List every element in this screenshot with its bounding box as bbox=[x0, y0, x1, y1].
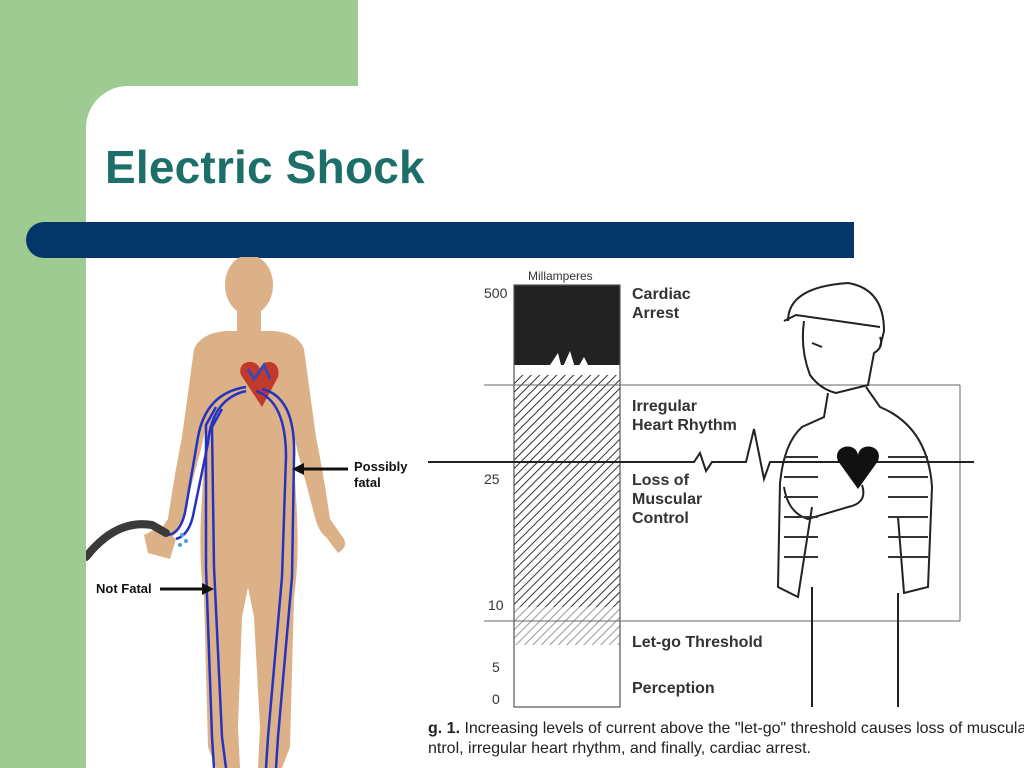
hose-icon bbox=[86, 520, 170, 561]
units-label: Millamperes bbox=[528, 269, 593, 283]
figure-caption: g. 1. Increasing levels of current above… bbox=[428, 719, 1024, 759]
not-fatal-label: Not Fatal bbox=[96, 581, 152, 596]
worker-heart-icon bbox=[837, 446, 879, 489]
water-splash-icon bbox=[178, 533, 188, 547]
heart-icon bbox=[240, 361, 279, 407]
current-levels-figure: Millamperes 500 25 10 5 0 Cardiac Arrest… bbox=[428, 257, 1024, 768]
tick-500: 500 bbox=[484, 285, 508, 301]
level-irregular-heart-rhythm: Irregular Heart Rhythm bbox=[632, 398, 737, 434]
levels-svg bbox=[428, 281, 974, 708]
worker-illustration bbox=[776, 281, 934, 707]
hatched-column bbox=[514, 375, 620, 645]
slide-title: Electric Shock bbox=[105, 141, 425, 193]
cardiac-arrest-block bbox=[514, 285, 620, 365]
white-top-area bbox=[358, 0, 1024, 90]
body-svg bbox=[86, 257, 348, 768]
body-silhouette bbox=[144, 257, 346, 768]
caption-line2: ntrol, irregular heart rhythm, and final… bbox=[428, 740, 811, 757]
vest-stripes bbox=[784, 456, 928, 558]
tick-10: 10 bbox=[488, 597, 504, 613]
break-zigzag bbox=[514, 351, 620, 375]
level-let-go-threshold: Let-go Threshold bbox=[632, 634, 763, 651]
level-perception: Perception bbox=[632, 680, 715, 697]
title-underline-bar bbox=[26, 222, 854, 258]
level-cardiac-arrest: Cardiac Arrest bbox=[632, 286, 691, 322]
level-loss-of-muscular-control: Loss of Muscular Control bbox=[632, 472, 703, 527]
tick-5: 5 bbox=[492, 659, 500, 675]
tick-0: 0 bbox=[492, 691, 500, 707]
caption-line1: Increasing levels of current above the "… bbox=[460, 720, 1024, 737]
guide-lines bbox=[484, 384, 961, 622]
not-fatal-arrow bbox=[160, 583, 214, 595]
let-go-fade bbox=[514, 607, 620, 647]
body-current-illustration: Possibly fatal Not Fatal bbox=[86, 257, 428, 768]
column-outline bbox=[513, 284, 621, 708]
possibly-label: Possibly bbox=[354, 459, 408, 474]
possibly-fatal-arrow bbox=[292, 463, 348, 475]
tick-25: 25 bbox=[484, 471, 500, 487]
current-path-lines bbox=[167, 385, 296, 768]
caption-fig-number: g. 1. bbox=[428, 720, 461, 737]
fatal-label: fatal bbox=[354, 475, 381, 490]
ecg-line bbox=[428, 428, 974, 483]
